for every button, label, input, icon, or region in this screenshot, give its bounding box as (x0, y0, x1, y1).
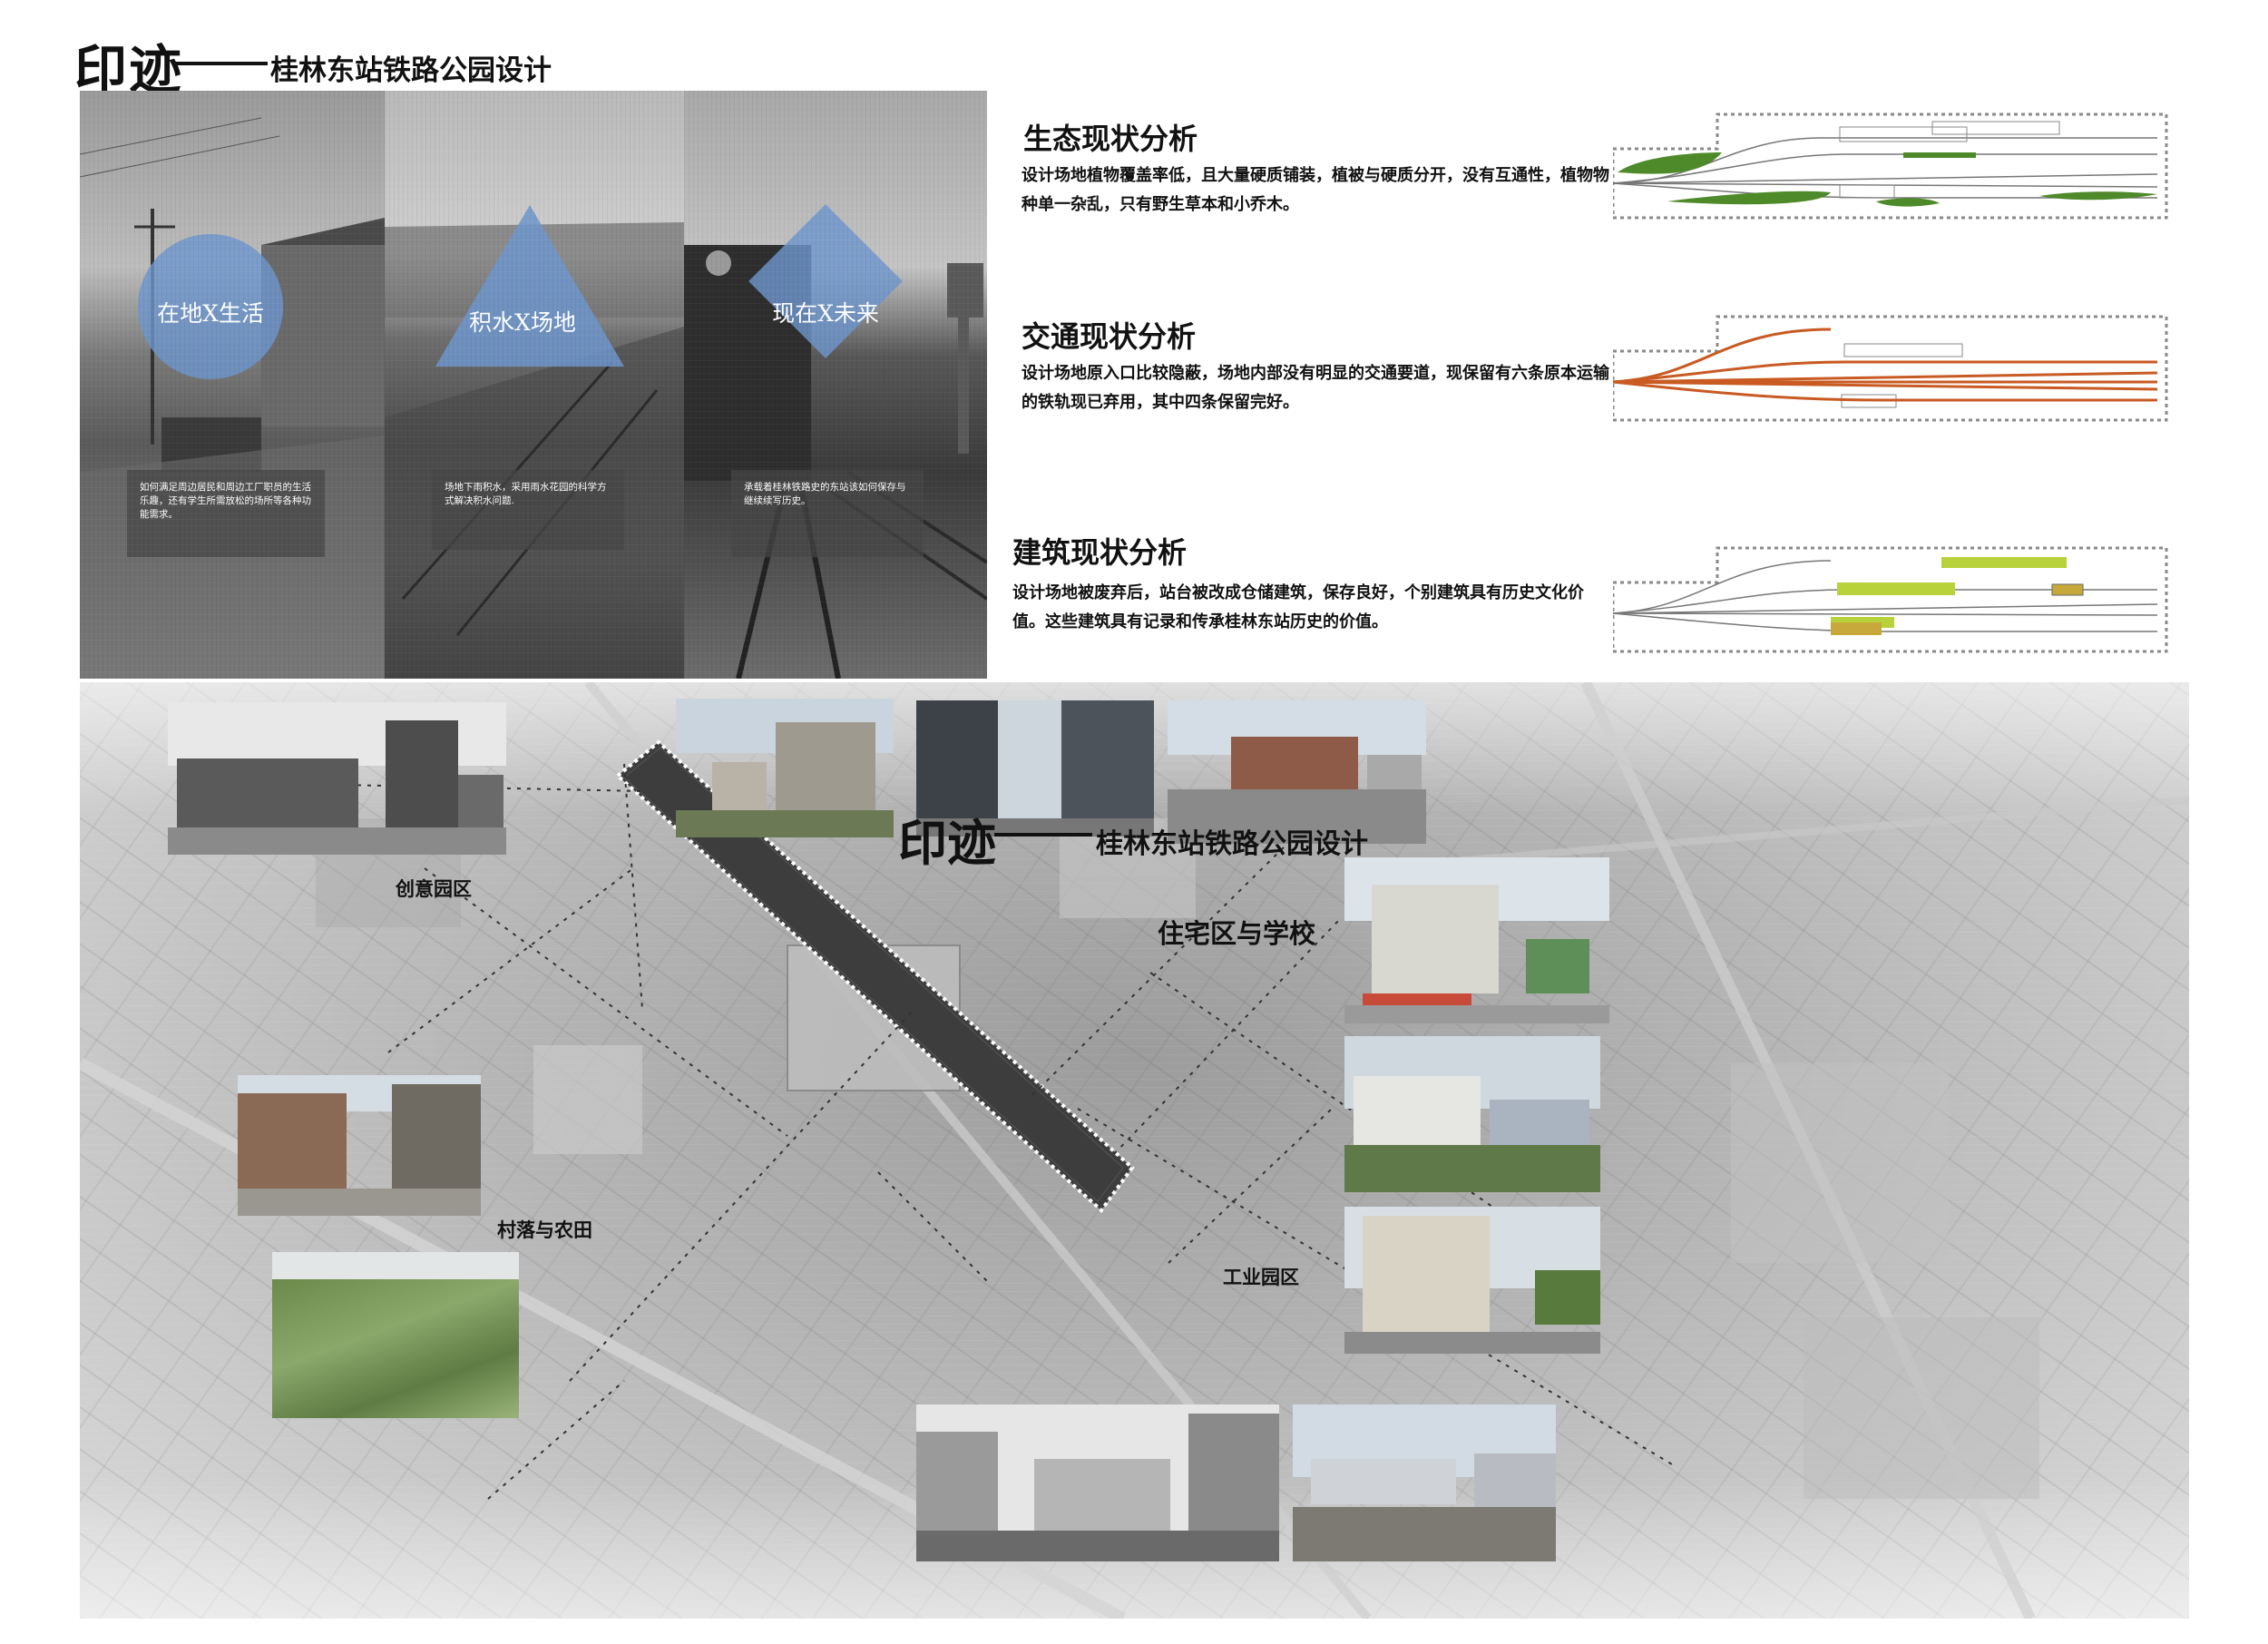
label-village-farmland: 村落与农田 (497, 1218, 592, 1241)
ecology-diagram (1613, 113, 2168, 220)
building-title: 建筑现状分析 (1012, 535, 1188, 570)
panel-water: 积水X场地 场地下雨积水，采用雨水花园的科学方式解决积水问题. (385, 91, 684, 679)
map-watermark-subtitle: 桂林东站铁路公园设计 (1096, 828, 1368, 860)
page-title: 印迹 (74, 39, 184, 101)
photo-residential-b (916, 700, 1154, 837)
map-watermark-dash (994, 833, 1092, 837)
photo-farmland (272, 1252, 519, 1418)
traffic-title: 交通现状分析 (1022, 319, 1197, 354)
photo-industrial-hq (916, 1404, 1279, 1561)
panel-caption: 如何满足周边居民和周边工厂职员的生活乐趣，还有学生所需放松的场所等各种功能需求。 (127, 470, 325, 557)
traffic-diagram (1613, 315, 2168, 422)
blue-circle-shape (138, 234, 283, 379)
ecology-title: 生态现状分析 (1023, 122, 1198, 156)
photo-school-building (1344, 1036, 1600, 1192)
page-subtitle: 桂林东站铁路公园设计 (270, 54, 552, 87)
panel-caption: 场地下雨积水，采用雨水花园的科学方式解决积水问题. (432, 470, 624, 550)
panel-shape-label: 在地X生活 (157, 300, 264, 327)
panel-life: 在地X生活 如何满足周边居民和周边工厂职员的生活乐趣，还有学生所需放松的场所等各… (80, 91, 385, 679)
photo-residential-c (1168, 700, 1426, 844)
panel-shape-label: 现在X未来 (772, 300, 879, 327)
panel-shape-label: 积水X场地 (469, 309, 576, 336)
map-watermark-title: 印迹 (898, 814, 996, 872)
title-dash (172, 62, 268, 65)
blue-triangle-shape (435, 205, 624, 367)
building-diagram (1613, 546, 2168, 653)
photo-industrial-road (1293, 1404, 1556, 1561)
ecology-body: 设计场地植物覆盖率低，且大量硬质铺装，植被与硬质分开，没有互通性，植物物种单一杂… (1022, 166, 1609, 214)
traffic-body: 设计场地原入口比较隐蔽，场地内部没有明显的交通要道，现保留有六条原本运输的铁轨现… (1022, 364, 1609, 412)
photo-residential-a (676, 699, 894, 837)
building-body: 设计场地被废弃后，站台被改成仓储建筑，保存良好，个别建筑具有历史文化价值。这些建… (1012, 583, 1584, 631)
label-creative-park: 创意园区 (396, 877, 472, 900)
label-residential-school: 住宅区与学校 (1158, 918, 1316, 949)
panel-future: 现在X未来 承载着桂林铁路史的东站该如何保存与继续续写历史。 (684, 91, 987, 679)
photo-apartment (1344, 1207, 1600, 1354)
panel-caption: 承载着桂林铁路史的东站该如何保存与继续续写历史。 (731, 470, 924, 557)
photo-creative-park (168, 702, 506, 855)
label-industrial-park: 工业园区 (1223, 1266, 1299, 1288)
photo-village (238, 1075, 481, 1216)
photo-school-gate (1344, 857, 1609, 1023)
